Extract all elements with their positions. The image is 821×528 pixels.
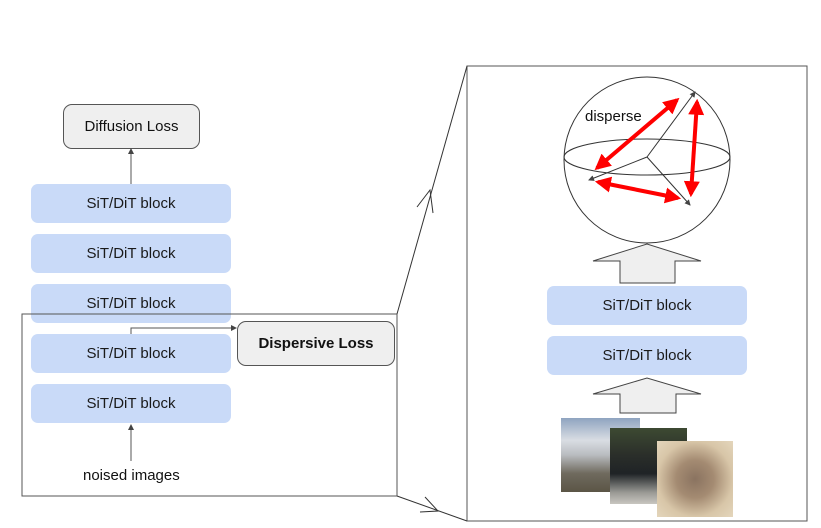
sit-dit-block-5: SiT/DiT block [31, 384, 231, 423]
diffusion-loss-label: Diffusion Loss [84, 118, 179, 135]
zoom-panel-rect [466, 65, 808, 522]
disperse-arrow-1 [594, 97, 680, 171]
block-label: SiT/DiT block [602, 297, 692, 314]
zoom-connector-bottom [396, 495, 468, 522]
arrow-to-dispersive-loss [130, 325, 237, 334]
noised-images-label: noised images [83, 467, 180, 484]
zoom-source-rect [21, 313, 398, 497]
sphere [563, 76, 731, 244]
block-label: SiT/DiT block [602, 347, 692, 364]
block-label: SiT/DiT block [86, 395, 176, 412]
block-label: SiT/DiT block [86, 295, 176, 312]
diffusion-loss-box: Diffusion Loss [63, 104, 200, 149]
disperse-arrow-3 [594, 176, 682, 204]
kitten-image [657, 441, 733, 517]
block-label: SiT/DiT block [86, 245, 176, 262]
block-label: SiT/DiT block [86, 195, 176, 212]
big-up-arrow-top [592, 243, 702, 284]
disperse-label: disperse [585, 108, 642, 125]
panel-sit-dit-block-1: SiT/DiT block [547, 286, 747, 325]
big-up-arrow-bottom [592, 377, 702, 414]
disperse-arrow-2 [683, 98, 705, 198]
dispersive-loss-box: Dispersive Loss [237, 321, 395, 366]
sit-dit-block-4: SiT/DiT block [31, 334, 231, 373]
sit-dit-block-2: SiT/DiT block [31, 234, 231, 273]
dispersive-loss-label: Dispersive Loss [258, 335, 374, 352]
zoom-connector-top [396, 65, 468, 315]
sit-dit-block-1: SiT/DiT block [31, 184, 231, 223]
sit-dit-block-3: SiT/DiT block [31, 284, 231, 323]
block-label: SiT/DiT block [86, 345, 176, 362]
panel-sit-dit-block-2: SiT/DiT block [547, 336, 747, 375]
